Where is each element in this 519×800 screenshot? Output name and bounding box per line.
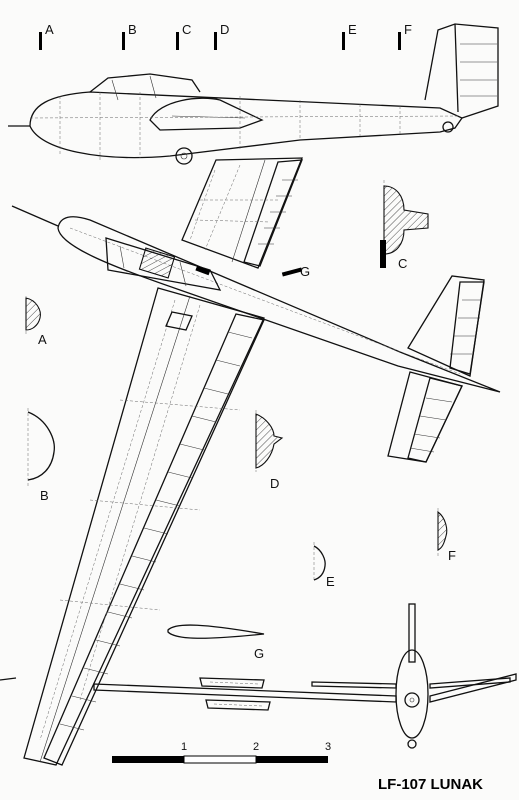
station-bar-b: [122, 32, 125, 50]
section-mark-g: [281, 267, 303, 277]
aileron-upper: [243, 159, 303, 267]
aileron-lower: [43, 313, 265, 766]
station-bar-a: [39, 32, 42, 50]
drawing-title: LF-107 LUNAK: [378, 776, 483, 793]
section-label-a: A: [38, 332, 47, 347]
station-markers: A B C D E F: [39, 22, 412, 50]
section-label-g-plan: G: [300, 264, 310, 279]
section-f: F: [437, 508, 456, 563]
station-bar-d: [214, 32, 217, 50]
section-c: C: [380, 180, 429, 271]
section-label-b: B: [40, 488, 49, 503]
section-label-c: C: [398, 256, 407, 271]
station-bar-c: [176, 32, 179, 50]
scale-bar: 1 2 3: [112, 741, 331, 764]
side-view: [8, 23, 499, 165]
station-label-d: D: [220, 22, 229, 37]
station-label-f: F: [404, 22, 412, 37]
elevator-upper: [449, 281, 485, 375]
scale-tick-1: 1: [181, 741, 187, 753]
section-a: A: [25, 296, 47, 347]
section-d: D: [255, 410, 284, 491]
front-view: [0, 603, 517, 749]
station-label-a: A: [45, 22, 54, 37]
section-label-f: F: [448, 548, 456, 563]
station-bar-e: [342, 32, 345, 50]
station-bar-f: [398, 32, 401, 50]
elevator-lower: [407, 377, 463, 463]
section-label-g: G: [254, 646, 264, 661]
section-b: B: [27, 408, 55, 503]
scale-tick-2: 2: [253, 741, 259, 753]
section-label-e: E: [326, 574, 335, 589]
station-label-e: E: [348, 22, 357, 37]
station-label-b: B: [128, 22, 137, 37]
section-e: E: [313, 542, 335, 589]
section-label-d: D: [270, 476, 279, 491]
station-label-c: C: [182, 22, 191, 37]
scale-tick-3: 3: [325, 741, 331, 753]
plan-view: [11, 157, 501, 766]
section-g: G G: [167, 264, 310, 661]
